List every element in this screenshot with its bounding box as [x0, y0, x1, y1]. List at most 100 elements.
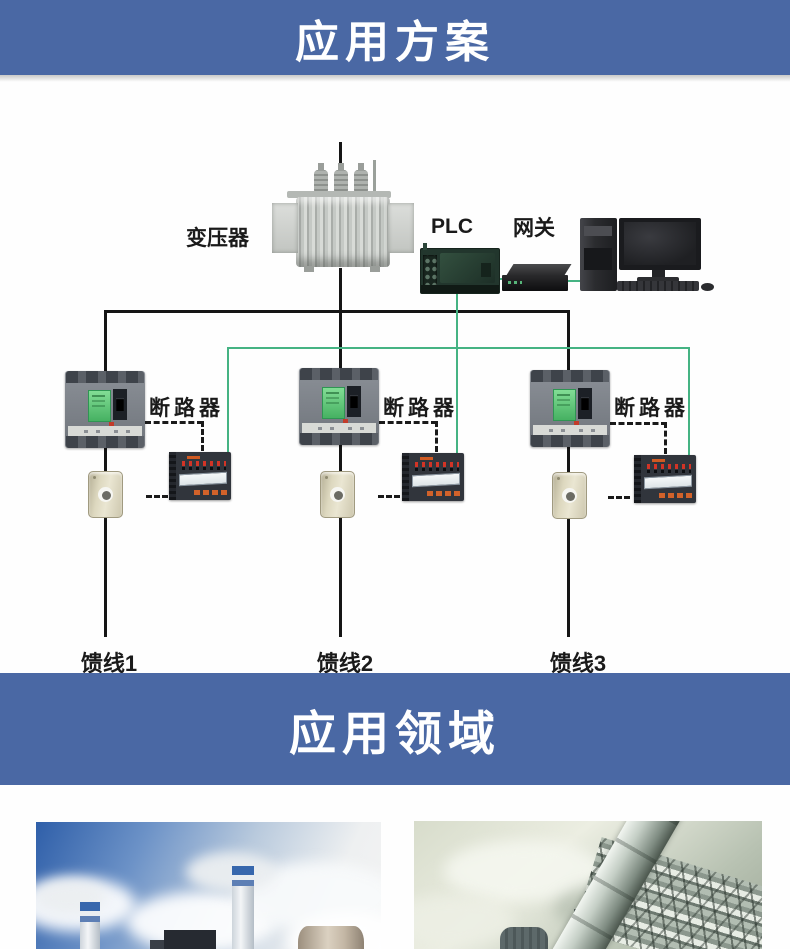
keyboard [617, 281, 699, 291]
comm-wire-meter-1 [227, 347, 229, 452]
chimney-band [232, 866, 254, 875]
transformer-label: 变压器 [186, 227, 249, 250]
dashed-link-breaker1-meter1 [145, 421, 203, 424]
breaker-terminals-top [66, 371, 144, 383]
plc-device [420, 243, 500, 294]
chimney-band [80, 902, 100, 911]
transformer-fins [296, 197, 390, 267]
feeder-label-2: 馈线2 [316, 651, 374, 676]
section-banner-solution: 应用方案 [0, 0, 790, 75]
transformer-bushing-icon [314, 163, 328, 194]
power-meter-1 [169, 452, 231, 500]
breaker-label-2: 断路器 [383, 397, 458, 420]
industrial-pipeline-photo [414, 821, 762, 949]
meter-logo [420, 457, 433, 460]
transformer-bushing-icon [354, 163, 368, 194]
breaker-terminals-bottom [66, 436, 144, 448]
current-transformer-2 [320, 471, 355, 518]
transformer-bushing-icon [334, 163, 348, 194]
meter-lcd [644, 474, 692, 490]
section-title-solution: 应用方案 [295, 17, 495, 67]
ct-screw [325, 476, 328, 479]
meter-side [634, 455, 641, 503]
meter-led-row [647, 464, 691, 469]
current-transformer-1 [88, 471, 123, 518]
chimney-band [80, 911, 100, 916]
section-title-fields: 应用领域 [289, 706, 501, 760]
chimney [232, 866, 254, 949]
breaker-red-indicator [343, 419, 348, 423]
wire-drop-breaker-1 [104, 310, 107, 372]
circuit-breaker-2 [299, 368, 379, 445]
meter-indicator-row [647, 470, 691, 473]
dashed-link-breaker1-meter1-drop [201, 421, 204, 451]
ct-hole [330, 487, 345, 502]
comm-wire-gateway-pc [568, 280, 582, 282]
meter-logo [187, 456, 200, 459]
plc-label: PLC [431, 215, 473, 238]
meter-indicator-row [182, 467, 226, 470]
breaker-terminals-top [300, 368, 378, 380]
comm-wire-bus [227, 347, 690, 349]
transformer-radiator-right [388, 203, 414, 253]
breaker-label-1: 断路器 [149, 397, 224, 420]
breaker-red-indicator [574, 421, 579, 425]
gateway-device [502, 275, 568, 291]
wire-drop-breaker-3 [567, 310, 570, 370]
mouse [701, 283, 714, 291]
section-banner-fields: 应用领域 [0, 673, 790, 785]
wire-main-bus [104, 310, 570, 313]
feeder-label-1: 馈线1 [80, 651, 138, 676]
plant-building [150, 930, 216, 949]
ct-screw [93, 476, 96, 479]
breaker-rating-strip [68, 426, 142, 437]
breaker-green-panel [553, 389, 576, 421]
transformer-foot [370, 266, 380, 272]
meter-indicator-row [415, 468, 459, 471]
wire-transformer-to-bus [339, 268, 342, 313]
plc-antenna [423, 243, 427, 250]
plc-panel [440, 253, 495, 283]
power-meter-2 [402, 453, 464, 501]
breaker-green-panel [88, 390, 111, 422]
comm-wire-plc-gateway [498, 278, 504, 280]
dashed-link-breaker3-meter3 [610, 422, 667, 425]
meter-led-row [415, 462, 459, 467]
wire-feeder-2 [339, 444, 342, 637]
power-meter-3 [634, 455, 696, 503]
breaker-terminals-bottom [531, 435, 609, 447]
circuit-breaker-1 [65, 371, 145, 448]
transformer-radiator-left [272, 203, 298, 253]
breaker-red-indicator [109, 422, 114, 426]
meter-side [402, 453, 409, 501]
storage-tank [500, 927, 548, 949]
ct-hole [98, 487, 113, 502]
ct-screw [557, 477, 560, 480]
breaker-toggle-window [578, 388, 592, 419]
ct-hole [562, 488, 577, 503]
computer-monitor [619, 218, 701, 270]
transformer-foot [304, 266, 314, 272]
cloud [414, 896, 514, 946]
power-plant-photo [36, 822, 381, 949]
wire-drop-breaker-2 [339, 310, 342, 369]
meter-buttons [194, 490, 200, 495]
plc-terminals [423, 255, 437, 289]
breaker-rating-strip [302, 423, 376, 434]
dashed-link-ct1-meter1 [146, 495, 168, 498]
dashed-link-breaker2-meter2-drop [435, 421, 438, 452]
current-transformer-3 [552, 472, 587, 519]
comm-wire-meter-3 [688, 347, 690, 455]
circuit-breaker-3 [530, 370, 610, 447]
gateway-label: 网关 [513, 217, 555, 240]
meter-buttons [427, 491, 433, 496]
monitor-stand [652, 270, 665, 279]
breaker-label-3: 断路器 [614, 397, 689, 420]
computer-workstation [578, 215, 718, 295]
meter-logo [652, 459, 665, 462]
feeder-label-3: 馈线3 [549, 651, 607, 676]
transformer-lid [287, 191, 391, 198]
breaker-terminals-bottom [300, 433, 378, 445]
meter-lcd [179, 471, 227, 487]
